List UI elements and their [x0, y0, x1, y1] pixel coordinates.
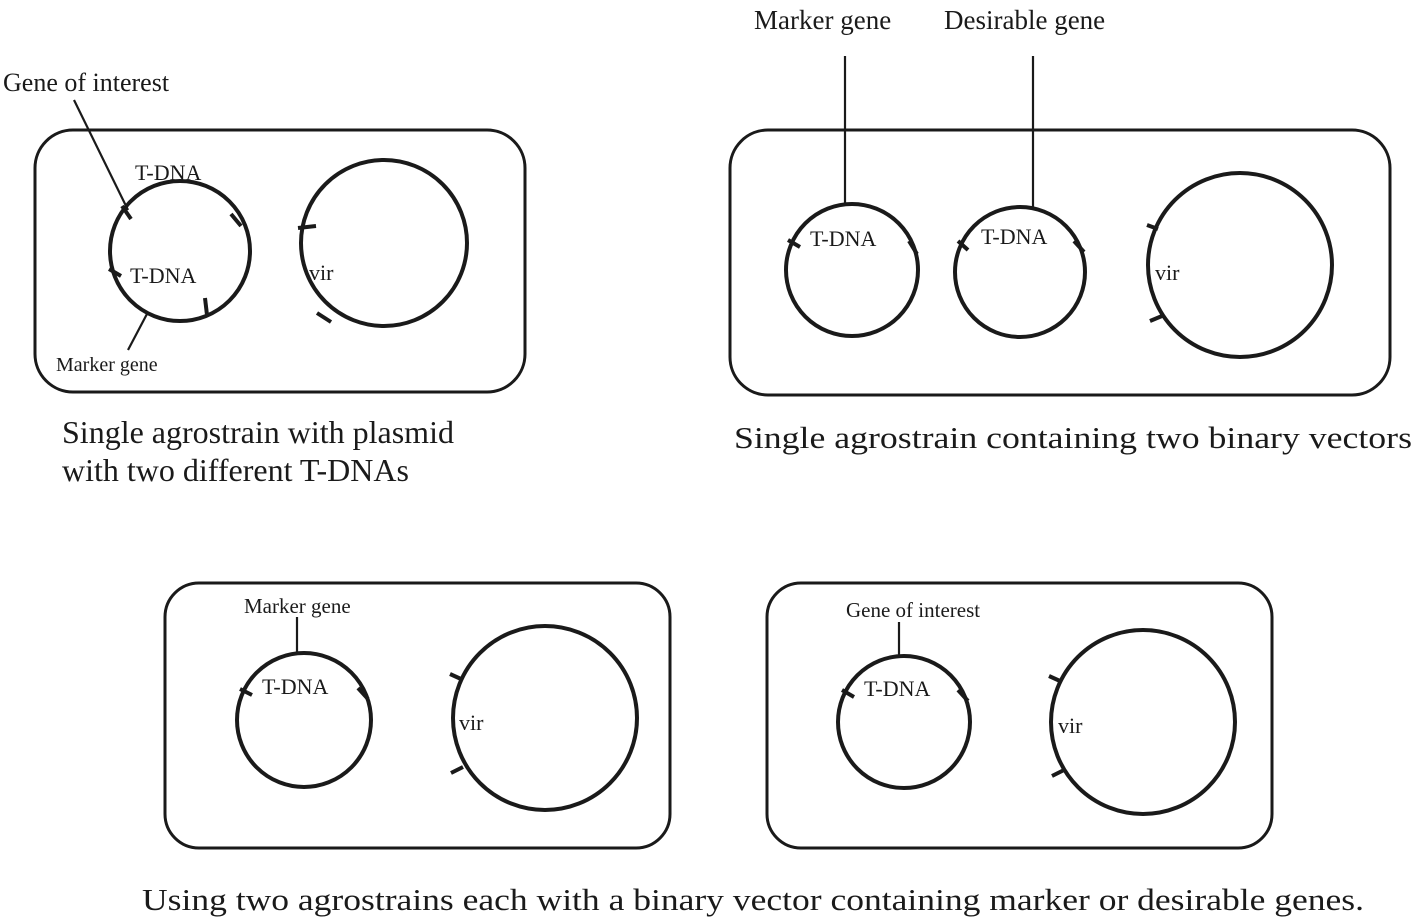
tdna-border-tick	[786, 238, 802, 249]
vir-border-tick	[1048, 674, 1061, 683]
label-marker-gene: Marker gene	[244, 594, 351, 618]
label-gene-of-interest: Gene of interest	[846, 598, 980, 622]
label-gene-of-interest: Gene of interest	[3, 68, 170, 97]
label-tdna: T-DNA	[262, 674, 329, 699]
vir-plasmid	[299, 158, 469, 328]
tdna-border-tick	[956, 239, 970, 252]
tdna-border-tick	[356, 686, 370, 701]
tdna-border-tick	[120, 204, 133, 221]
vir-plasmid	[1146, 171, 1334, 359]
vir-border-tick	[1051, 768, 1065, 778]
agrostrain-cell-1	[33, 128, 527, 394]
tdna-border-tick	[203, 297, 209, 316]
tdna-border-tick	[107, 267, 123, 278]
binary-vector-gene-of-interest	[836, 654, 972, 790]
gene-of-interest-pointer	[73, 99, 129, 211]
agrostrain-cell-2	[728, 128, 1392, 397]
plasmid-two-tdna	[108, 179, 252, 323]
binary-vector-desirable	[953, 205, 1087, 339]
panel-2: Marker gene Desirable gene T-DNA T-DNA v…	[728, 5, 1412, 455]
panel-3: Marker gene T-DNA vir	[163, 581, 672, 850]
label-vir: vir	[1155, 260, 1180, 285]
caption-panel-2: Single agrostrain containing two binary …	[734, 420, 1412, 455]
caption-panel-1-line-2: with two different T-DNAs	[62, 452, 409, 488]
label-tdna: T-DNA	[864, 676, 931, 701]
binary-vector-marker	[784, 202, 920, 338]
tdna-border-tick	[840, 688, 856, 699]
label-marker-gene: Marker gene	[56, 354, 158, 376]
vir-plasmid	[451, 624, 639, 812]
tdna-border-tick	[239, 687, 253, 697]
label-vir: vir	[309, 260, 334, 285]
vir-border-tick	[450, 765, 464, 775]
vir-border-tick	[315, 311, 333, 324]
label-tdna: T-DNA	[810, 226, 877, 251]
tdna-border-tick	[229, 212, 243, 228]
vir-border-tick	[1149, 314, 1163, 323]
label-tdna-top: T-DNA	[135, 160, 202, 185]
label-desirable-gene: Desirable gene	[944, 5, 1105, 35]
vir-border-tick	[449, 672, 462, 681]
label-tdna-bottom: T-DNA	[130, 263, 197, 288]
label-vir: vir	[459, 710, 484, 735]
label-tdna: T-DNA	[981, 224, 1048, 249]
binary-vector-marker	[235, 651, 373, 789]
vir-border-tick	[297, 224, 317, 230]
panel-4: Gene of interest T-DNA vir	[765, 581, 1274, 850]
panel-1: Gene of interest T-DNA T-DNA Marker gene…	[3, 68, 527, 488]
marker-gene-pointer	[127, 311, 149, 351]
tdna-border-tick	[907, 239, 919, 256]
tdna-border-tick	[956, 688, 970, 703]
agrostrain-cell-3	[163, 581, 672, 850]
vir-border-tick	[1146, 223, 1159, 231]
caption-bottom: Using two agrostrains each with a binary…	[142, 882, 1364, 917]
label-marker-gene: Marker gene	[754, 5, 891, 35]
tdna-border-tick	[1072, 239, 1086, 254]
vir-plasmid	[1049, 628, 1237, 816]
label-vir: vir	[1058, 713, 1083, 738]
caption-panel-1-line-1: Single agrostrain with plasmid	[62, 414, 454, 450]
agrostrain-cell-4	[765, 581, 1274, 850]
